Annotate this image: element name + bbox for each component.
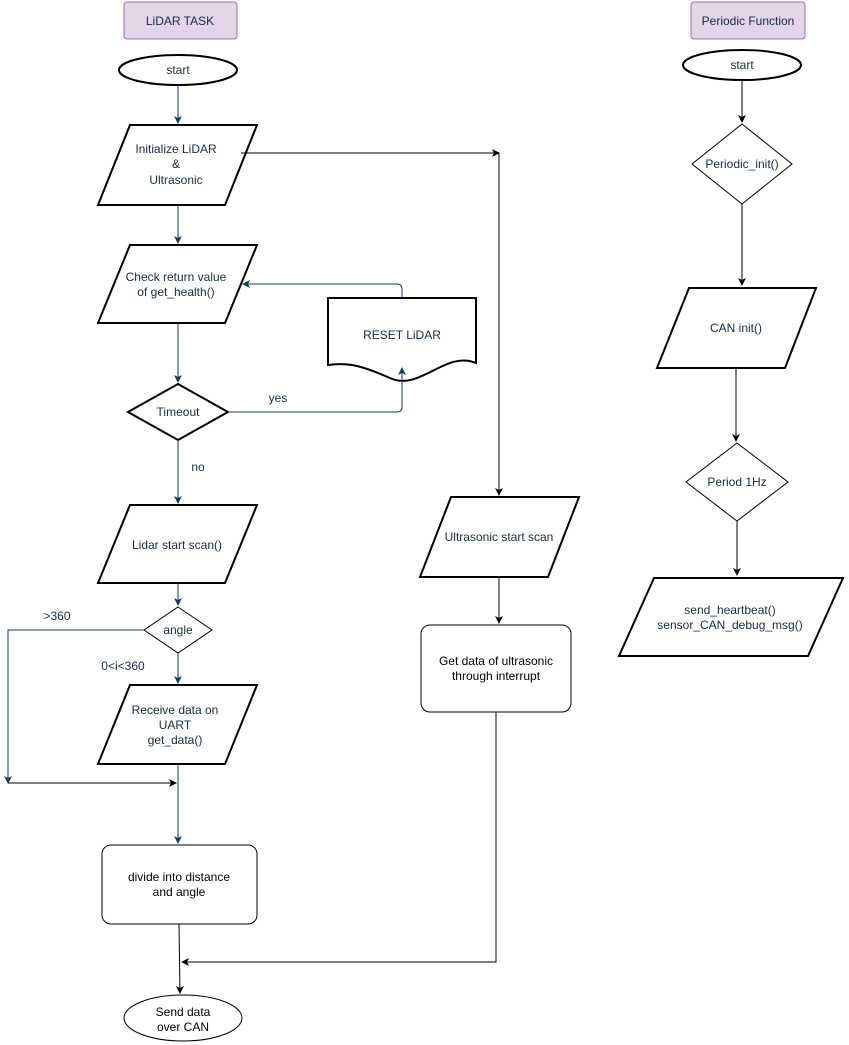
divide-node: divide into distance and angle	[101, 844, 258, 925]
svg-text:start: start	[166, 63, 190, 77]
svg-text:divide into distance: divide into distance	[128, 870, 230, 884]
can-init-node: CAN init()	[655, 287, 818, 369]
svg-text:angle: angle	[163, 623, 193, 637]
yes-label: yes	[269, 391, 288, 405]
lidar-start-node: start	[118, 54, 238, 86]
edge-reset-to-check	[242, 280, 403, 298]
svg-text:Periodic_init(): Periodic_init()	[705, 157, 778, 171]
svg-text:Periodic Function: Periodic Function	[702, 14, 795, 28]
svg-text:Lidar start scan(): Lidar start scan()	[132, 538, 222, 552]
svg-text:Period 1Hz: Period 1Hz	[707, 475, 766, 489]
svg-text:UART: UART	[159, 718, 192, 732]
edge-angle-gt360	[4, 629, 144, 784]
svg-text:CAN init(): CAN init()	[710, 321, 762, 335]
check-health-node: Check return value of get_health()	[96, 244, 259, 324]
period-1hz-decision: Period 1Hz	[685, 442, 789, 522]
svg-text:send_heartbeat(): send_heartbeat()	[684, 603, 775, 617]
range-label: 0<i<360	[101, 659, 145, 673]
svg-text:Receive data on: Receive data on	[132, 703, 219, 717]
svg-text:of get_health(): of get_health()	[137, 285, 214, 299]
svg-text:start: start	[730, 58, 754, 72]
gt360-label: >360	[43, 609, 70, 623]
no-label: no	[191, 460, 205, 474]
svg-text:&: &	[172, 157, 180, 171]
edge-ultra-data-to-merge	[181, 712, 497, 966]
receive-data-node: Receive data on UART get_data()	[96, 684, 259, 765]
reset-lidar-node: RESET LiDAR	[327, 297, 477, 382]
edge-divide-to-send	[175, 923, 184, 994]
svg-text:Ultrasonic: Ultrasonic	[149, 173, 202, 187]
initialize-lidar-ultrasonic-node: Initialize LiDAR & Ultrasonic	[96, 124, 259, 206]
svg-text:over CAN: over CAN	[157, 1020, 209, 1034]
edge-timeout-yes	[228, 367, 406, 413]
svg-text:Get data of ultrasonic: Get data of ultrasonic	[439, 654, 553, 668]
svg-text:get_data(): get_data()	[148, 733, 203, 747]
ultrasonic-data-node: Get data of ultrasonic through interrupt	[420, 624, 572, 713]
svg-text:LiDAR TASK: LiDAR TASK	[146, 14, 214, 28]
svg-text:Check return value: Check return value	[126, 270, 227, 284]
svg-text:through interrupt: through interrupt	[452, 669, 541, 683]
svg-text:Ultrasonic start scan: Ultrasonic start scan	[445, 530, 554, 544]
timeout-decision: Timeout	[125, 382, 231, 442]
periodic-function-header: Periodic Function	[690, 1, 806, 40]
angle-decision: angle	[143, 606, 213, 654]
send-over-can-node: Send data over CAN	[123, 994, 243, 1042]
ultrasonic-start-scan-node: Ultrasonic start scan	[418, 496, 581, 578]
lidar-task-header: LiDAR TASK	[123, 1, 238, 40]
svg-text:RESET LiDAR: RESET LiDAR	[363, 328, 441, 342]
periodic-init-decision: Periodic_init()	[691, 123, 793, 205]
svg-text:Timeout: Timeout	[157, 405, 201, 419]
lidar-start-scan-node: Lidar start scan()	[96, 504, 259, 584]
svg-text:sensor_CAN_debug_msg(): sensor_CAN_debug_msg()	[657, 618, 802, 632]
svg-text:Initialize LiDAR: Initialize LiDAR	[135, 142, 217, 156]
send-heartbeat-node: send_heartbeat() sensor_CAN_debug_msg()	[617, 577, 845, 657]
svg-text:Send data: Send data	[156, 1005, 211, 1019]
svg-text:and angle: and angle	[153, 885, 206, 899]
periodic-start-node: start	[682, 49, 802, 81]
